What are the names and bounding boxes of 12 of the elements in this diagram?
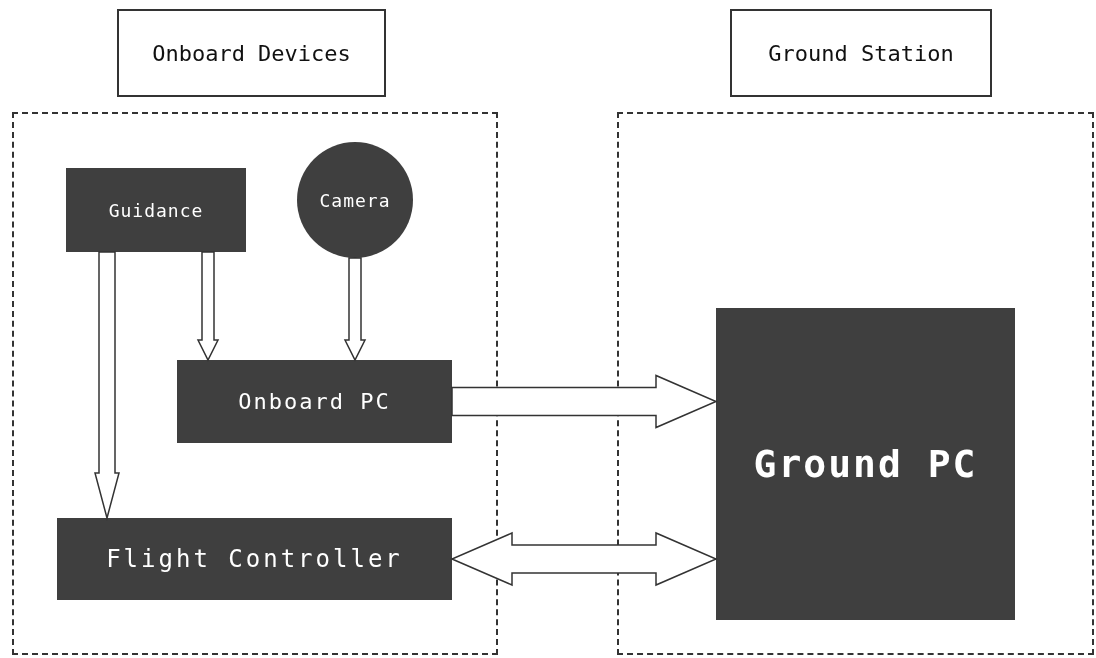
- process-box: Guidance: [66, 168, 246, 252]
- process-box: Ground PC: [716, 308, 1015, 620]
- process-box: Onboard PC: [177, 360, 452, 443]
- hollow-arrow: [343, 257, 367, 362]
- hollow-arrow: [451, 374, 718, 429]
- process-box: Flight Controller: [57, 518, 452, 600]
- hollow-arrow: [94, 251, 120, 521]
- region-heading: Onboard Devices: [117, 9, 386, 97]
- region-heading: Ground Station: [730, 9, 992, 97]
- circle-node: Camera: [297, 142, 413, 258]
- hollow-arrow: [450, 531, 718, 587]
- hollow-arrow: [196, 251, 220, 362]
